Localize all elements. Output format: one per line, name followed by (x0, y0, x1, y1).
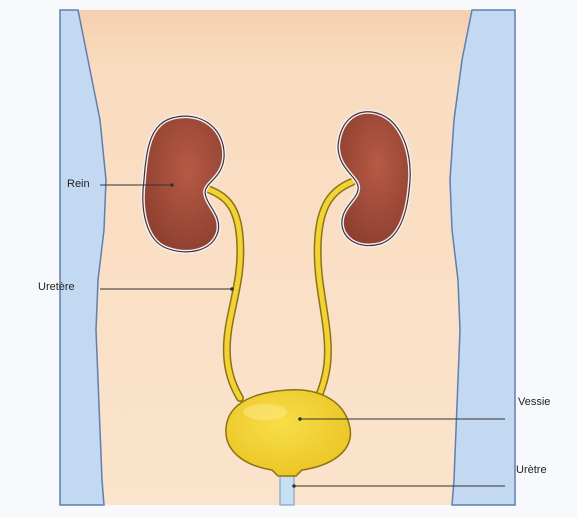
right-arm (450, 10, 515, 505)
ureter-label: Uretère (38, 281, 75, 293)
urethra-label: Urètre (516, 464, 547, 476)
left-kidney (143, 116, 224, 252)
bladder-label: Vessie (518, 396, 550, 408)
kidney-label: Rein (67, 178, 90, 190)
